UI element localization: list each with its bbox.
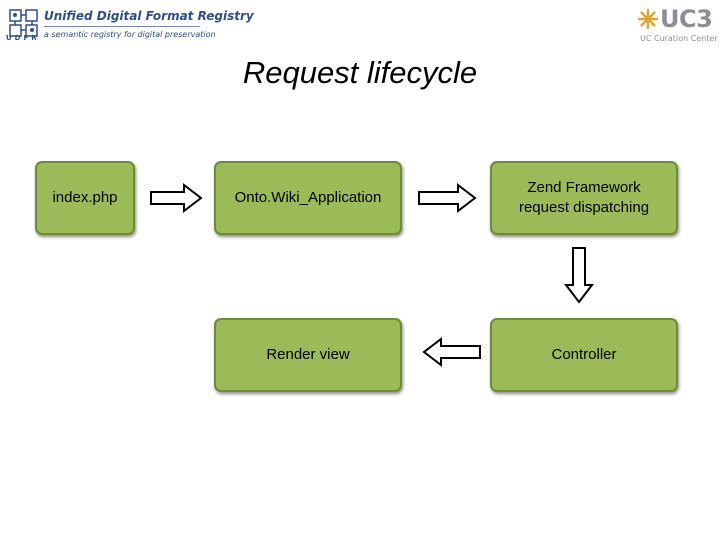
node-label: index.php [52,189,118,206]
node-controller: Controller [490,318,678,392]
udfr-logo-icon [8,8,40,44]
node-render-view: Render view [214,318,402,392]
uc3-subtitle: UC Curation Center [640,34,718,43]
slide-title: Request lifecycle [242,55,478,90]
registry-title: Unified Digital Format Registry [44,9,254,23]
node-zend-framework: Zend Framework request dispatching [490,161,678,235]
node-label: Controller [551,346,617,363]
header-divider [44,26,200,27]
uc3-logo-text: UC3 [660,5,713,33]
arrow-down-icon [563,247,595,304]
arrow-right-icon [150,182,203,214]
arrow-right-icon [418,182,477,214]
registry-subtitle: a semantic registry for digital preserva… [44,30,216,39]
node-index-php: index.php [35,161,135,235]
arrow-left-icon [422,336,481,368]
udfr-logo-abbr: UDFR [6,34,40,42]
node-label: Onto.Wiki_Application [234,189,382,206]
uc3-asterisk-icon [637,8,659,30]
node-label: Zend Framework request dispatching [518,179,650,216]
node-ontowiki-application: Onto.Wiki_Application [214,161,402,235]
node-label: Render view [266,346,350,363]
